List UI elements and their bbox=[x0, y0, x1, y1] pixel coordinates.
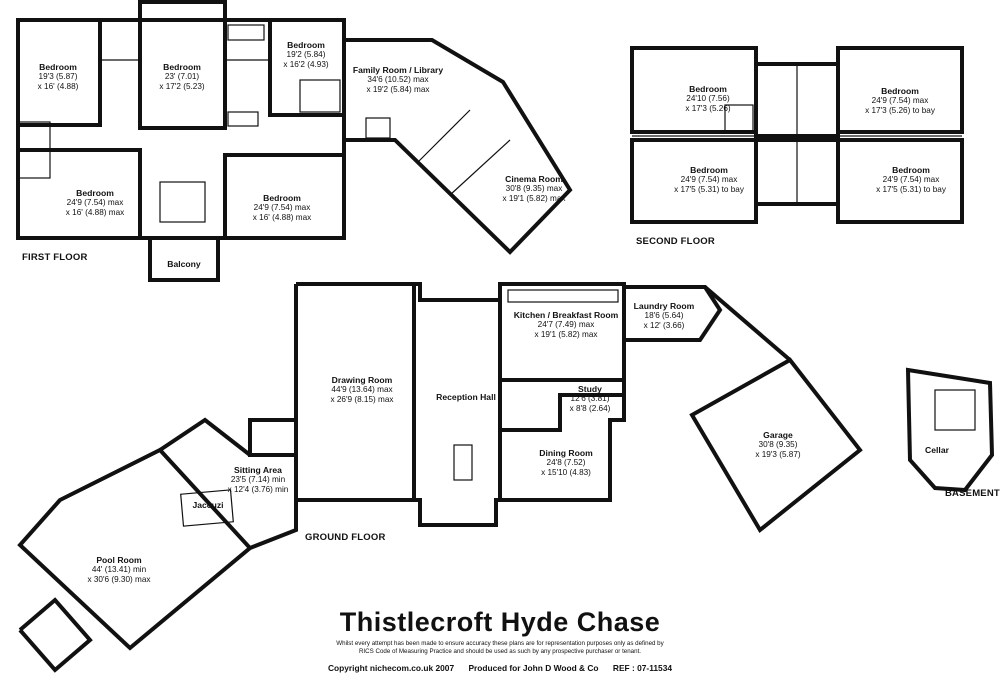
footer: Copyright nichecom.co.uk 2007 Produced f… bbox=[0, 663, 1000, 673]
disclaimer-text: Whilst every attempt has been made to en… bbox=[336, 640, 664, 655]
copyright-text: Copyright nichecom.co.uk 2007 bbox=[327, 663, 455, 673]
reference-text: REF : 07-11534 bbox=[612, 663, 673, 673]
first-floor-plan bbox=[16, 0, 573, 282]
room-label: Jaccuzi bbox=[192, 500, 224, 510]
ground-floor-plan bbox=[17, 282, 863, 673]
basement-label: BASEMENT bbox=[945, 488, 1000, 499]
first-floor-label: FIRST FLOOR bbox=[22, 252, 88, 263]
second-floor-label: SECOND FLOOR bbox=[636, 236, 715, 247]
produced-for-text: Produced for John D Wood & Co bbox=[468, 663, 599, 673]
room-label: Cellar bbox=[925, 445, 949, 455]
ground-floor-label: GROUND FLOOR bbox=[305, 532, 386, 543]
room-label: Reception Hall bbox=[436, 392, 496, 402]
basement-plan bbox=[905, 367, 995, 493]
second-floor-plan bbox=[630, 46, 964, 224]
property-title: Thistlecroft Hyde Chase bbox=[339, 607, 661, 637]
room-label: Balcony bbox=[167, 259, 201, 269]
